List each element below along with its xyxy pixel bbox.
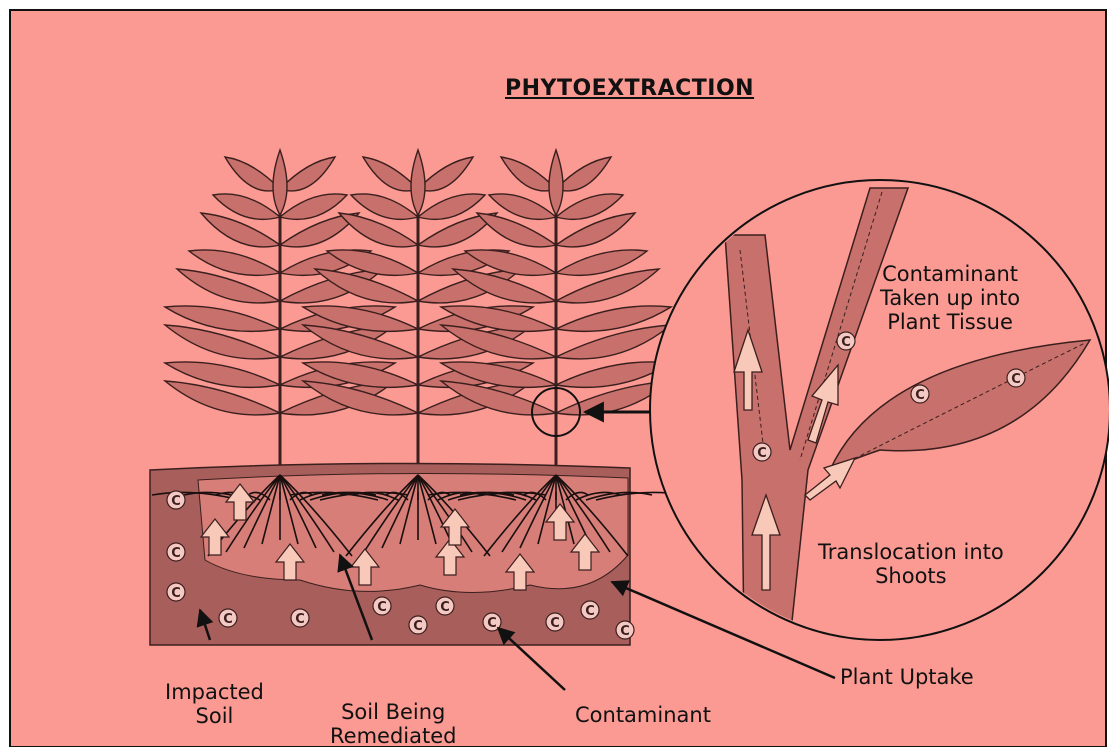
contaminant-marker: C bbox=[911, 385, 929, 403]
contaminant-marker: C bbox=[616, 621, 634, 639]
label-soil-being-remediated: Soil Being Remediated bbox=[330, 700, 456, 748]
svg-text:C: C bbox=[487, 616, 497, 631]
svg-text:C: C bbox=[620, 624, 630, 639]
svg-text:C: C bbox=[757, 446, 767, 461]
svg-text:C: C bbox=[413, 619, 423, 634]
contaminant-marker: C bbox=[291, 609, 309, 627]
svg-text:C: C bbox=[915, 388, 925, 403]
label-contaminant-taken-up: Contaminant Taken up into Plant Tissue bbox=[880, 262, 1020, 334]
diagram-title: PHYTOEXTRACTION bbox=[505, 76, 754, 101]
contaminant-marker: C bbox=[837, 332, 855, 350]
svg-text:C: C bbox=[295, 612, 305, 627]
label-plant-uptake: Plant Uptake bbox=[840, 665, 974, 689]
contaminant-marker: C bbox=[409, 616, 427, 634]
svg-text:C: C bbox=[440, 600, 450, 615]
label-translocation: Translocation into Shoots bbox=[818, 540, 1004, 588]
svg-text:C: C bbox=[1011, 372, 1021, 387]
svg-text:C: C bbox=[585, 604, 595, 619]
contaminant-marker: C bbox=[581, 601, 599, 619]
svg-text:C: C bbox=[171, 586, 181, 601]
label-contaminant: Contaminant bbox=[575, 703, 711, 727]
svg-text:C: C bbox=[223, 612, 233, 627]
contaminant-marker: C bbox=[546, 613, 564, 631]
contaminant-marker: C bbox=[167, 583, 185, 601]
label-impacted-soil: Impacted Soil bbox=[165, 680, 264, 728]
svg-text:C: C bbox=[377, 600, 387, 615]
svg-text:C: C bbox=[171, 546, 181, 561]
svg-text:C: C bbox=[171, 494, 181, 509]
svg-text:C: C bbox=[841, 335, 851, 350]
contaminant-marker: C bbox=[219, 609, 237, 627]
contaminant-marker: C bbox=[1007, 369, 1025, 387]
svg-text:C: C bbox=[550, 616, 560, 631]
contaminant-marker: C bbox=[436, 597, 454, 615]
contaminant-marker: C bbox=[373, 597, 391, 615]
contaminant-marker: C bbox=[753, 443, 771, 461]
contaminant-marker: C bbox=[167, 543, 185, 561]
contaminant-marker: C bbox=[167, 491, 185, 509]
